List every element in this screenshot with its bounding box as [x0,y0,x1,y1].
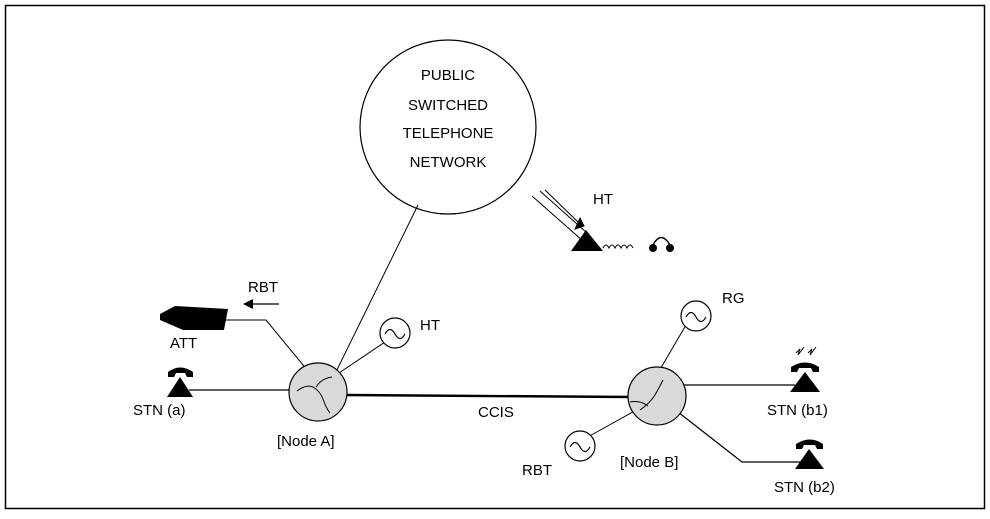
label-stn-a: STN (a) [133,402,186,419]
label-node-b: [Node B] [620,454,678,471]
ccis-link [345,393,633,399]
pstn-circle [359,39,537,215]
pstn-line-3: TELEPHONE [403,125,494,142]
ht-tone-generator-icon [379,317,411,349]
label-node-a: [Node A] [277,433,335,450]
node-b [627,366,687,426]
diagram-frame [4,4,986,510]
telephone-stn-b2-icon [795,439,824,469]
label-ccis: CCIS [478,404,514,421]
telephone-stn-b1-icon [790,362,820,392]
label-stn-b2: STN (b2) [774,479,835,496]
arrow-head-ht [574,216,585,230]
label-stn-b1: STN (b1) [767,402,828,419]
rbt-to-node-b-line [585,407,641,439]
pstn-line-2: SWITCHED [408,97,488,114]
pstn-line-1: PUBLIC [421,67,475,84]
label-att: ATT [170,335,197,352]
pstn-network: PUBLIC SWITCHED TELEPHONE NETWORK [359,39,537,215]
ringing-indicator-icon [795,346,817,356]
rbt-tone-generator-icon [564,430,596,462]
label-ht-node-a: HT [420,317,440,334]
label-ht-network: HT [593,191,613,208]
ht-to-node-a-line [335,341,386,376]
label-rbt-att: RBT [248,279,278,296]
label-rg: RG [722,290,745,307]
att-to-node-a-line [222,319,323,389]
connections [189,204,806,463]
rg-tone-generator-icon [680,300,712,332]
pstn-to-node-a-line [329,204,419,385]
att-console-icon [160,306,228,330]
label-rbt-node-b: RBT [522,462,552,479]
off-hook-phone-icon [571,230,674,252]
ht-network-indicator [531,189,587,242]
rbt-arrow-left [243,299,279,309]
telephone-stn-a-icon [167,367,193,397]
node-a [288,362,348,422]
pstn-line-4: NETWORK [410,154,487,171]
stn-b2-line [677,411,806,463]
